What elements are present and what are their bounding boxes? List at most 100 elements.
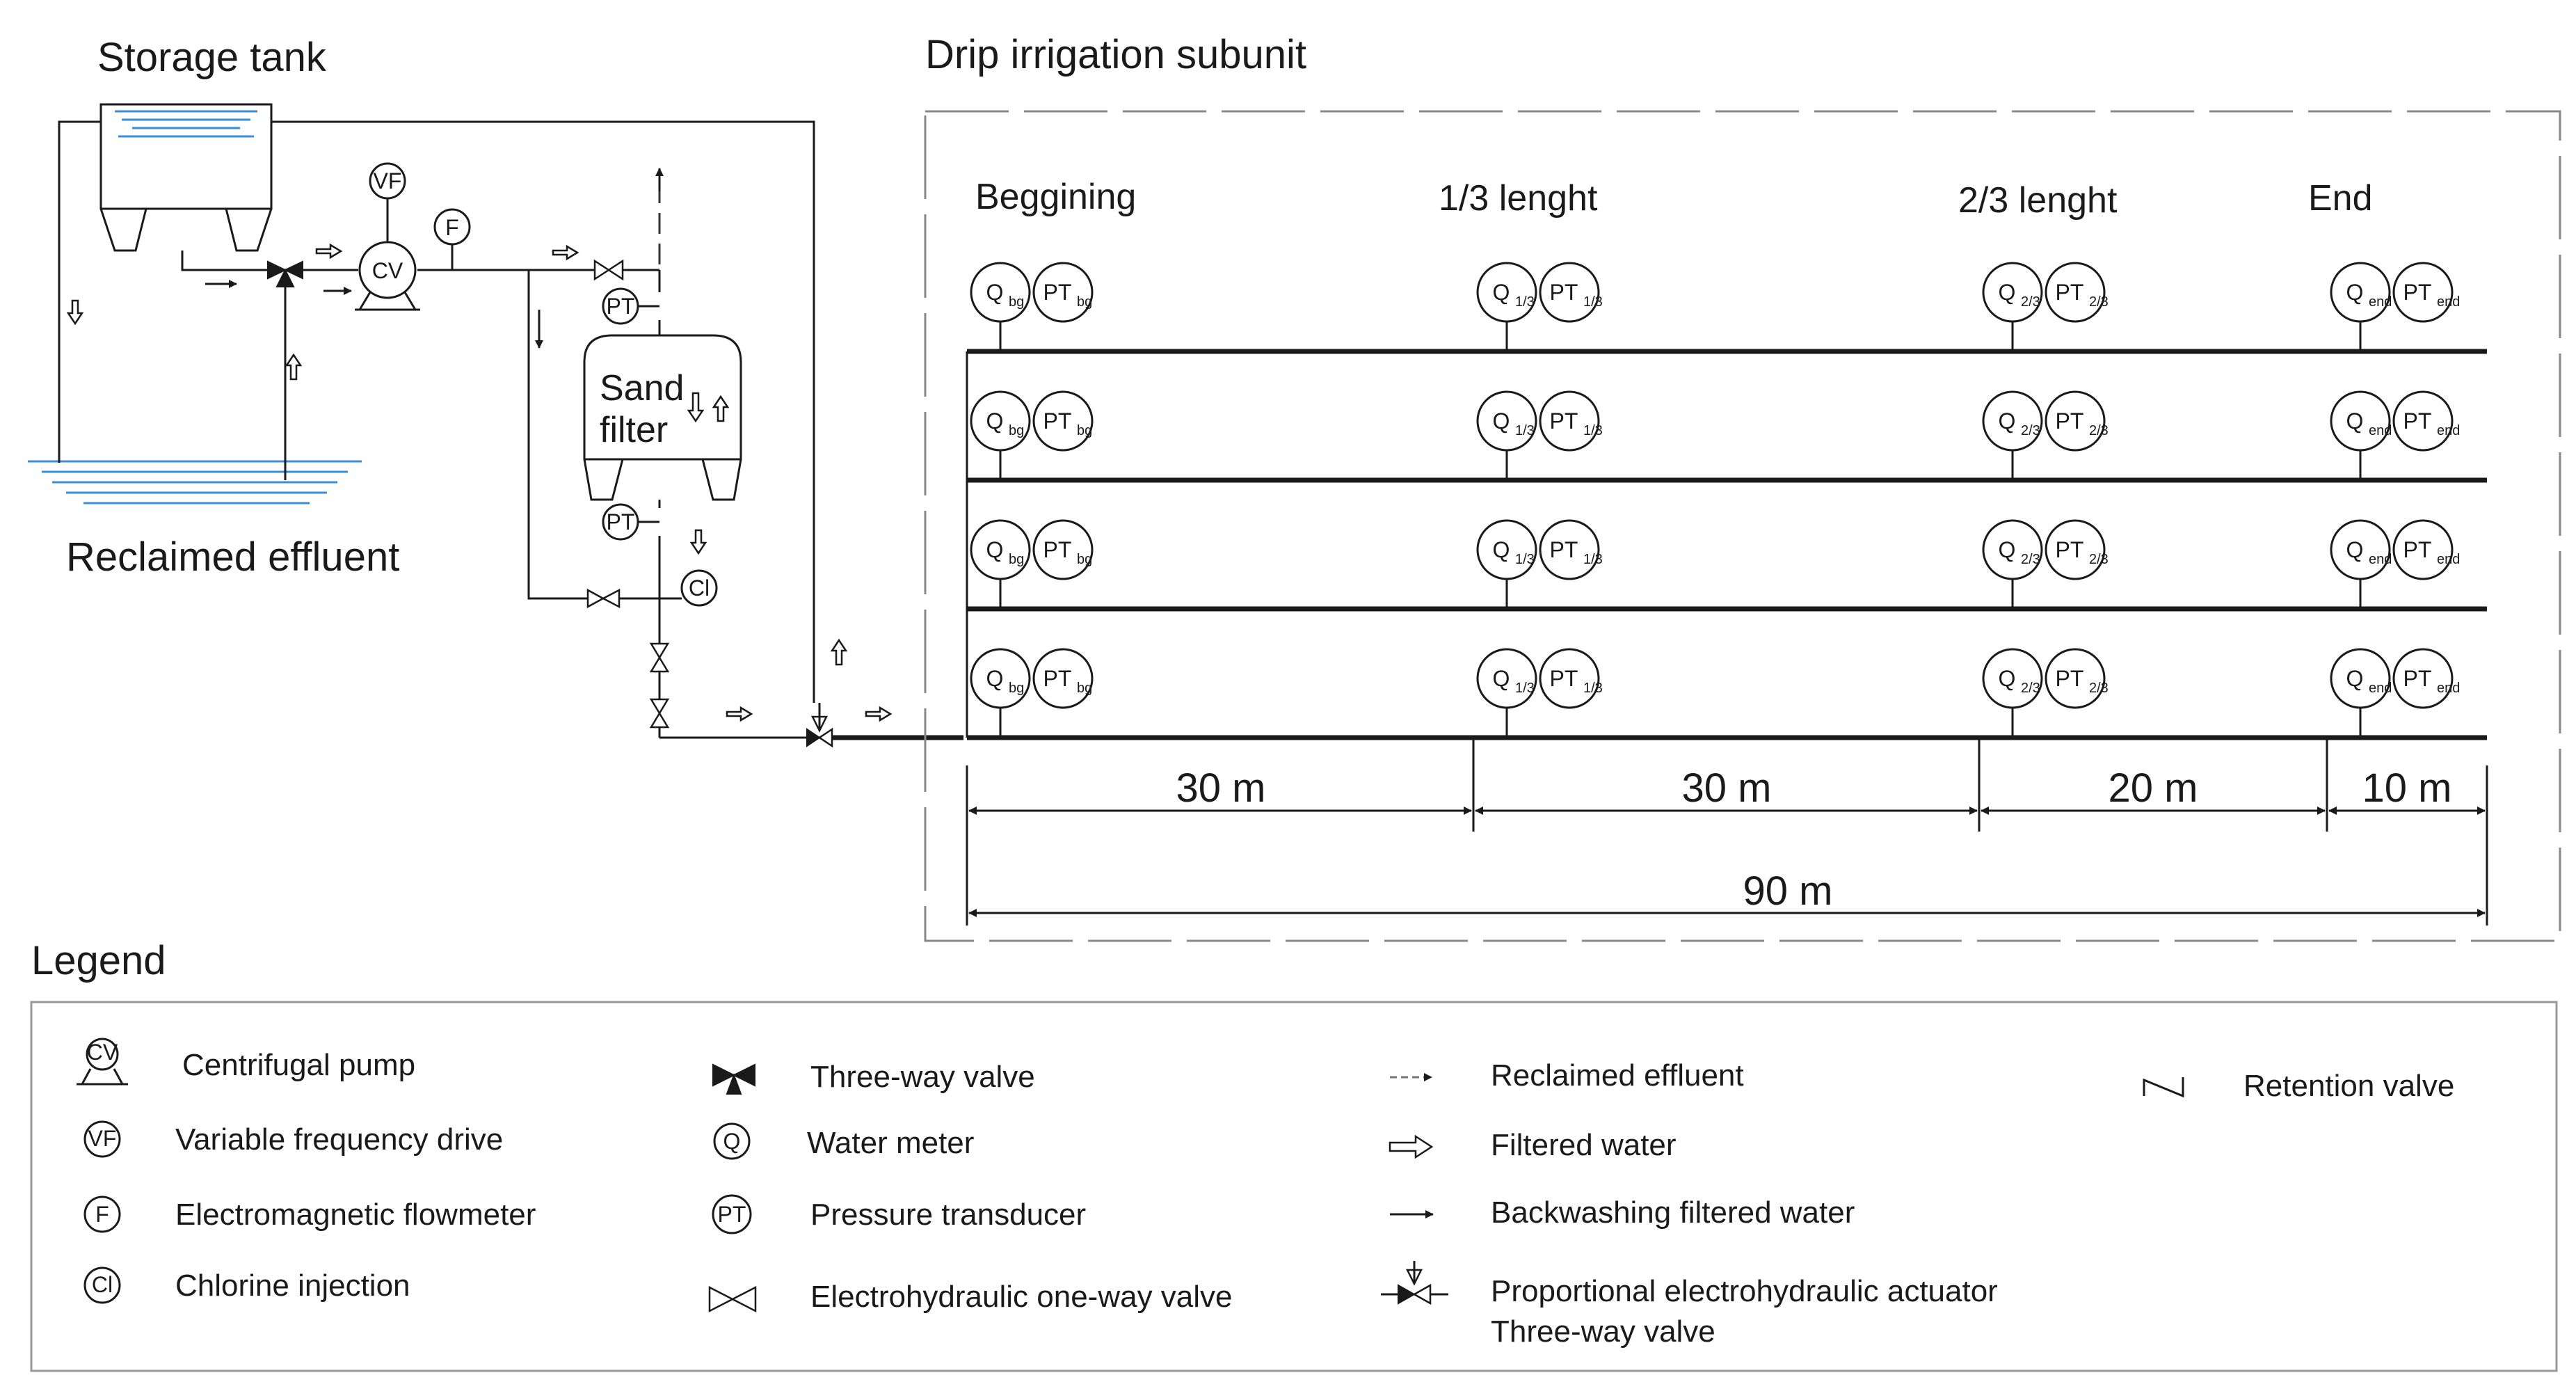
water-meter-beginning-3-subscript: bg [1009, 552, 1024, 567]
label-end: End [2308, 178, 2373, 219]
water-meter-end-1-subscript: end [2369, 294, 2392, 310]
reservoir-water [28, 460, 362, 505]
drip-subunit-title: Drip irrigation subunit [925, 32, 1306, 77]
legend-pt-icon-label: PT [718, 1202, 746, 1227]
pressure-transducer-two-third-1-subscript: 2/3 [2089, 294, 2109, 310]
pressure-transducer-two-third-2-subscript: 2/3 [2089, 423, 2109, 438]
legend-item-pressure-transducer: PT Pressure transducer [712, 1194, 1086, 1234]
pressure-transducer-end-4: PT end [2392, 648, 2460, 709]
chlorine-injection: Cl [680, 569, 718, 607]
dim-seg4: 10 m [2362, 765, 2452, 811]
pressure-transducer-two-third-4-subscript: 2/3 [2089, 681, 2109, 696]
water-meter-end-3-label: Q [2346, 537, 2364, 562]
one-way-valve-3 [649, 642, 670, 673]
water-meter-two-third-1-subscript: 2/3 [2021, 294, 2040, 310]
proportional-actuator-valve [806, 703, 833, 748]
flowmeter-symbol: F [433, 208, 471, 270]
reclaimed-effluent-title: Reclaimed effluent [66, 534, 399, 580]
pressure-transducer-beginning-4-label: PT [1043, 666, 1072, 691]
water-meter-beginning-1-label: Q [986, 280, 1004, 305]
pressure-transducer-two-third-3-label: PT [2056, 537, 2084, 562]
chlorine-label: Cl [689, 575, 710, 601]
legend-label-actuator-2: Three-way valve [1491, 1314, 1715, 1349]
water-meter-one-third-2-subscript: 1/3 [1515, 423, 1535, 438]
storage-tank [99, 103, 273, 252]
water-meter-two-third-4-label: Q [1999, 666, 2016, 691]
pressure-transducer-end-2-subscript: end [2437, 423, 2460, 438]
pressure-transducer-beginning-1-label: PT [1043, 280, 1072, 305]
pressure-transducer-end-3-subscript: end [2437, 552, 2460, 567]
pressure-transducer-one-third-2-subscript: 1/3 [1583, 423, 1603, 438]
pressure-transducer-end-4-label: PT [2403, 666, 2432, 691]
retention-valve [649, 698, 670, 729]
pressure-transducer-beginning-4-subscript: bg [1077, 681, 1092, 696]
legend-item-flowmeter: F Electromagnetic flowmeter [83, 1196, 536, 1233]
water-meter-end-3-subscript: end [2369, 552, 2392, 567]
water-meter-two-third-2: Q 2/3 [1982, 390, 2043, 452]
water-meter-two-third-2-label: Q [1999, 408, 2016, 434]
water-meter-two-third-4-subscript: 2/3 [2021, 681, 2040, 696]
water-meter-end-2-label: Q [2346, 408, 2364, 434]
water-meter-one-third-4-subscript: 1/3 [1515, 681, 1535, 696]
water-meter-two-third-3-label: Q [1999, 537, 2016, 562]
water-meter-beginning-4-label: Q [986, 666, 1004, 691]
legend-label-pressure-transducer: Pressure transducer [810, 1198, 1086, 1232]
water-meter-beginning-2-label: Q [986, 408, 1004, 434]
pt-label: PT [607, 294, 635, 319]
legend-item-filtered: Filtered water [1389, 1128, 1677, 1162]
pressure-transducer-end-1-label: PT [2403, 280, 2432, 305]
legend-item-retention: Retention valve [2143, 1069, 2454, 1103]
pressure-transducer-beginning-2-label: PT [1043, 408, 1072, 434]
legend-item-backwashing: Backwashing filtered water [1390, 1196, 1855, 1230]
pressure-transducer-one-third-3-subscript: 1/3 [1583, 552, 1603, 567]
water-meter-beginning-3-label: Q [986, 537, 1004, 562]
legend-item-actuator: Proportional electrohydraulic actuator T… [1381, 1261, 1998, 1349]
lateral-lines [966, 349, 2487, 740]
water-meter-beginning-1-subscript: bg [1009, 294, 1024, 310]
dim-seg1: 30 m [1176, 765, 1266, 811]
pressure-transducer-beginning-1-subscript: bg [1077, 294, 1092, 310]
legend-item-centrifugal-pump: CV Centrifugal pump [77, 1038, 415, 1086]
pressure-transducer-beginning-4: PT bg [1032, 648, 1094, 709]
pressure-transducer-end-4-subscript: end [2437, 681, 2460, 696]
legend-label-centrifugal-pump: Centrifugal pump [182, 1048, 415, 1082]
sand-filter-label-1: Sand [600, 368, 684, 408]
pressure-transducer-two-third-1-label: PT [2056, 280, 2084, 305]
vfd-symbol: VF [369, 162, 406, 242]
three-way-valve [267, 260, 303, 287]
pt-label: PT [607, 509, 635, 534]
pressure-transducer-beginning-3-label: PT [1043, 537, 1072, 562]
flow-arrows-pump-side [66, 168, 893, 722]
pressure-transducer-two-third-1: PT 2/3 [2045, 262, 2109, 323]
drip-subunit-frame [924, 110, 2561, 942]
water-meter-end-4-subscript: end [2369, 681, 2392, 696]
water-meter-beginning-2-subscript: bg [1009, 423, 1024, 438]
flowmeter-label: F [445, 215, 459, 240]
legend-label-actuator-1: Proportional electrohydraulic actuator [1491, 1274, 1998, 1308]
water-meter-two-third-3-subscript: 2/3 [2021, 552, 2040, 567]
pt-above-filter: PT [602, 287, 659, 325]
pump-side-piping [58, 120, 963, 740]
water-meter-two-third-2-subscript: 2/3 [2021, 423, 2040, 438]
legend-item-chlorine: Cl Chlorine injection [83, 1266, 410, 1304]
legend-label-vfd: Variable frequency drive [175, 1122, 503, 1157]
pressure-transducer-one-third-4-label: PT [1550, 666, 1578, 691]
pump-label: CV [372, 258, 403, 283]
legend-flowmeter-icon-label: F [95, 1202, 109, 1227]
water-meter-two-third-4: Q 2/3 [1982, 648, 2043, 709]
legend-label-flowmeter: Electromagnetic flowmeter [175, 1198, 536, 1232]
